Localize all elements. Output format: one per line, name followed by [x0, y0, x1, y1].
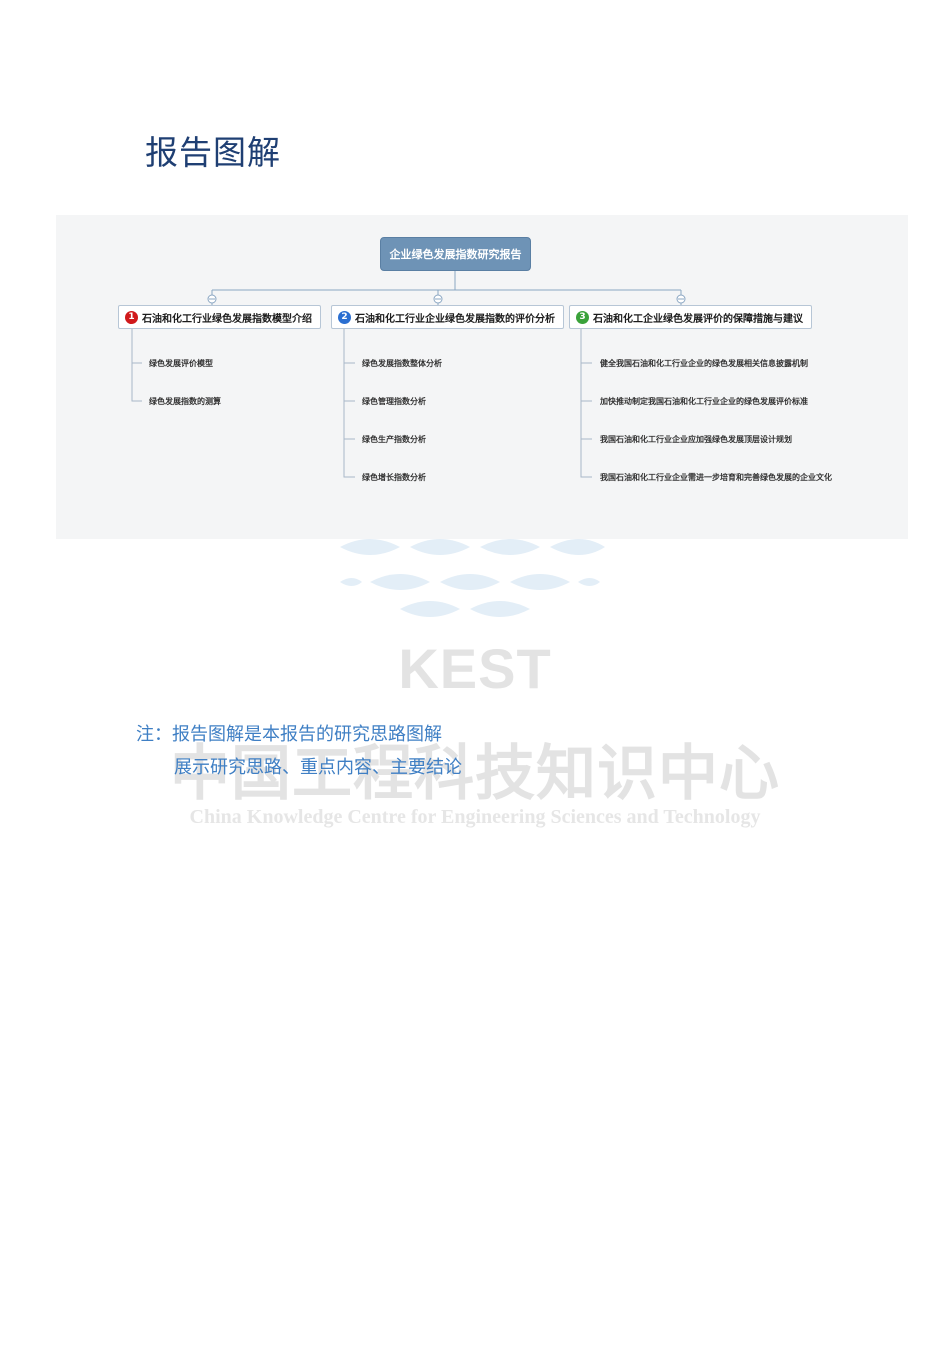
leaf-node: 绿色管理指数分析 [362, 397, 426, 406]
mind-map-connectors [131, 269, 686, 478]
number-badge-icon: 3 [576, 310, 589, 324]
mind-map-diagram: 企业绿色发展指数研究报告 1 石油和化工行业绿色发展指数模型介绍 2 石油和化工… [56, 215, 908, 539]
leaf-node: 加快推动制定我国石油和化工行业企业的绿色发展评价标准 [600, 397, 808, 406]
leaf-node: 绿色增长指数分析 [362, 473, 426, 482]
leaf-node: 我国石油和化工行业企业应加强绿色发展顶层设计规划 [600, 435, 792, 444]
note-line-1: 注：报告图解是本报告的研究思路图解 [136, 724, 442, 745]
leaf-node: 健全我国石油和化工行业企业的绿色发展相关信息披露机制 [600, 359, 808, 368]
branch-node-2: 2 石油和化工行业企业绿色发展指数的评价分析 [331, 305, 564, 329]
root-node: 企业绿色发展指数研究报告 [380, 237, 531, 271]
number-badge-icon: 1 [125, 310, 138, 324]
branch-node-1: 1 石油和化工行业绿色发展指数模型介绍 [118, 305, 321, 329]
number-badge-icon: 2 [338, 310, 351, 324]
leaf-node: 绿色生产指数分析 [362, 435, 426, 444]
watermark-waves-logo [340, 539, 605, 617]
leaf-node: 绿色发展指数的测算 [149, 397, 221, 406]
watermark-name-en: China Knowledge Centre for Engineering S… [189, 806, 761, 828]
branch-label: 石油和化工行业企业绿色发展指数的评价分析 [355, 313, 555, 325]
branch-label: 石油和化工企业绿色发展评价的保障措施与建议 [593, 313, 803, 325]
watermark-name-cn: 中国工程科技知识中心 [170, 739, 780, 809]
leaf-node: 我国石油和化工行业企业需进一步培育和完善绿色发展的企业文化 [600, 473, 832, 482]
note-line-2: 展示研究思路、重点内容、主要结论 [174, 757, 462, 778]
leaf-node: 绿色发展指数整体分析 [362, 359, 442, 368]
watermark-logo-text: KEST [398, 637, 552, 700]
leaf-node: 绿色发展评价模型 [149, 359, 213, 368]
page-title: 报告图解 [145, 133, 281, 172]
branch-node-3: 3 石油和化工企业绿色发展评价的保障措施与建议 [569, 305, 812, 329]
branch-label: 石油和化工行业绿色发展指数模型介绍 [142, 313, 312, 325]
